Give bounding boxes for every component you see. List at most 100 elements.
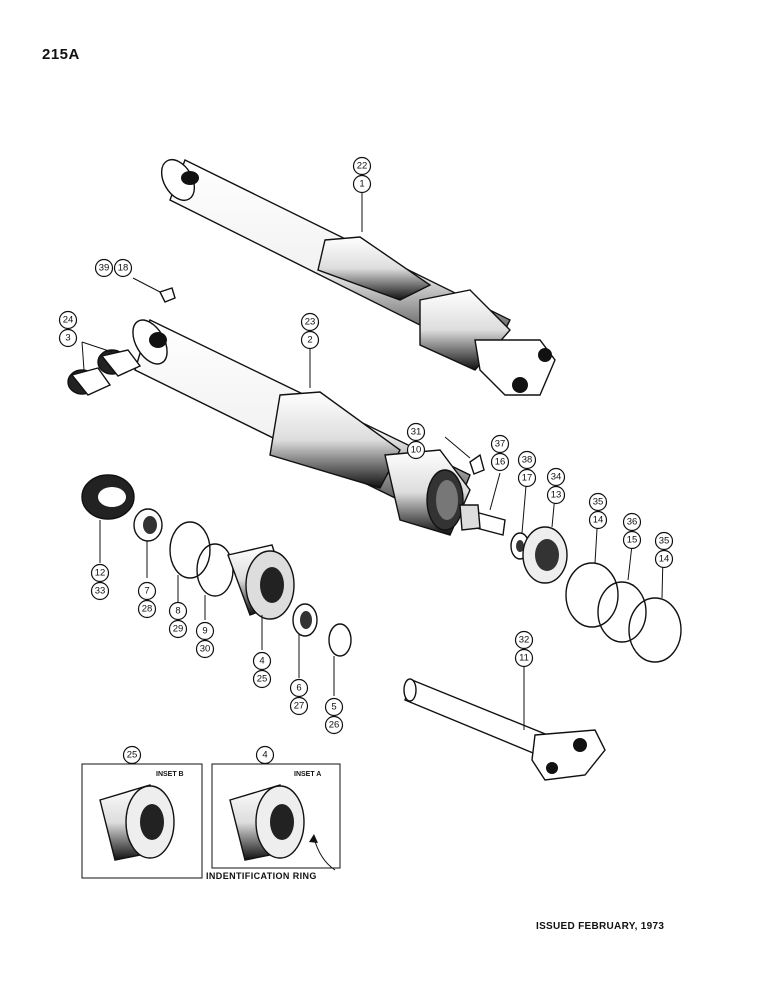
callout-number-bottom: 11: [519, 653, 529, 664]
grease-fitting: [159, 287, 176, 303]
callout-22-1: 221: [352, 156, 372, 194]
callout-7-28: 7 28: [137, 581, 157, 619]
callout-circle-bottom: [514, 648, 534, 668]
callout-number-top: 7: [144, 586, 149, 597]
callout-circle-top: [654, 531, 674, 551]
callout-circle-top: [622, 512, 642, 532]
set-screw: [469, 453, 485, 475]
inset-b: INSET B: [81, 763, 203, 879]
callout-number-bottom: 10: [411, 445, 422, 456]
svg-text:4: 4: [262, 750, 267, 761]
callout-24-3: 243: [58, 310, 78, 348]
callout-37-16: 37 16: [490, 434, 510, 472]
callout-32-11: 32 11: [514, 630, 534, 668]
callout-number-top: 5: [331, 702, 336, 713]
callout-5-26: 5 26: [324, 697, 344, 735]
callout-circle-bottom: [490, 452, 510, 472]
inset-b-label: INSET B: [156, 771, 184, 778]
callout-number-top: 39: [99, 263, 110, 274]
callout-number-top: 37: [495, 439, 506, 450]
seal-rings: [565, 562, 682, 663]
callout-circle-top: [352, 156, 372, 176]
callout-circle-top: [195, 621, 215, 641]
callout-circle-bottom: [546, 485, 566, 505]
callout-circle-top: [588, 492, 608, 512]
callout-38-17: 38 17: [517, 450, 537, 488]
bushing-6: [292, 603, 318, 637]
bushings: [67, 349, 142, 396]
callout-circle-top: [517, 450, 537, 470]
callout-number-top: 34: [551, 472, 562, 483]
callout-circle-top: [406, 422, 426, 442]
callout-34-13: 34 13: [546, 467, 566, 505]
callout-circle-bottom: [90, 581, 110, 601]
inset-a-label: INSET A: [294, 771, 321, 778]
callout-number-bottom: 14: [659, 554, 670, 565]
callout-6-27: 6 27: [289, 678, 309, 716]
callout-number-top: 22: [357, 161, 368, 172]
callout-circle-bottom: [168, 619, 188, 639]
callout-circle-bottom: [137, 599, 157, 619]
callout-number-top: 32: [519, 635, 530, 646]
callout-39-18: 39 18: [94, 258, 133, 278]
callout-number-bottom: 17: [522, 473, 533, 484]
callout-circle-bottom: [517, 468, 537, 488]
callout-35-14: 35 14: [654, 531, 674, 569]
inset-callout-25: 25: [122, 745, 142, 765]
callout-circle-bottom: [252, 669, 272, 689]
callout-number-top: 6: [296, 683, 301, 694]
backup-ring-9: [196, 543, 234, 597]
callout-9-30: 930: [195, 621, 215, 659]
callout-circle-bottom: [195, 639, 215, 659]
callout-number-bottom: 25: [257, 674, 268, 685]
callout-number-top: 35: [659, 536, 670, 547]
callout-number-bottom: 15: [627, 535, 638, 546]
callout-31-10: 31 10: [406, 422, 426, 460]
callout-circle-top: [514, 630, 534, 650]
oring-8: [169, 521, 211, 579]
callout-circle-top: [94, 258, 114, 278]
inset-a: INSET A: [211, 763, 341, 871]
callout-circle-top: [546, 467, 566, 487]
callout-number-bottom: 3: [65, 333, 70, 344]
callout-circle-bottom: [300, 330, 320, 350]
callout-circle-top: [300, 312, 320, 332]
page-number: 215A: [42, 46, 80, 63]
svg-text:25: 25: [127, 750, 138, 761]
callout-number-bottom: 14: [593, 515, 604, 526]
wiper-5: [328, 623, 352, 657]
callout-number-bottom: 26: [329, 720, 340, 731]
callout-circle-top: [137, 581, 157, 601]
callout-number-bottom: 2: [307, 335, 312, 346]
cylinder-assembly-upper: [160, 159, 556, 396]
callout-circle-top: [58, 310, 78, 330]
callout-number-top: 35: [593, 497, 604, 508]
piston-13: [522, 526, 568, 584]
callout-number-bottom: 18: [118, 263, 129, 274]
callout-circle-top: [90, 563, 110, 583]
callout-number-bottom: 16: [495, 457, 506, 468]
callout-number-top: 38: [522, 455, 533, 466]
callout-23-2: 23 2: [300, 312, 320, 350]
callout-number-top: 31: [411, 427, 422, 438]
cylinder-barrel-lower: [132, 319, 471, 536]
callout-number-bottom: 28: [142, 604, 153, 615]
callout-number-bottom: 29: [173, 624, 184, 635]
wiper-12: [81, 474, 135, 520]
bolt: [459, 504, 506, 536]
cylinder-head-4: [227, 544, 295, 620]
callout-number-bottom: 13: [551, 490, 562, 501]
callout-number-top: 9: [202, 626, 207, 637]
callout-circle-top: [168, 601, 188, 621]
callout-circle-top: [324, 697, 344, 717]
callout-number-bottom: 27: [294, 701, 305, 712]
callout-36-15: 36 15: [622, 512, 642, 550]
callout-number-bottom: 33: [95, 586, 106, 597]
callout-circle-bottom: [324, 715, 344, 735]
identification-ring-label: INDENTIFICATION RING: [206, 871, 317, 881]
callout-number-top: 12: [95, 568, 106, 579]
callout-number-top: 36: [627, 517, 638, 528]
callout-number-top: 23: [305, 317, 316, 328]
seal-7: [133, 508, 163, 542]
